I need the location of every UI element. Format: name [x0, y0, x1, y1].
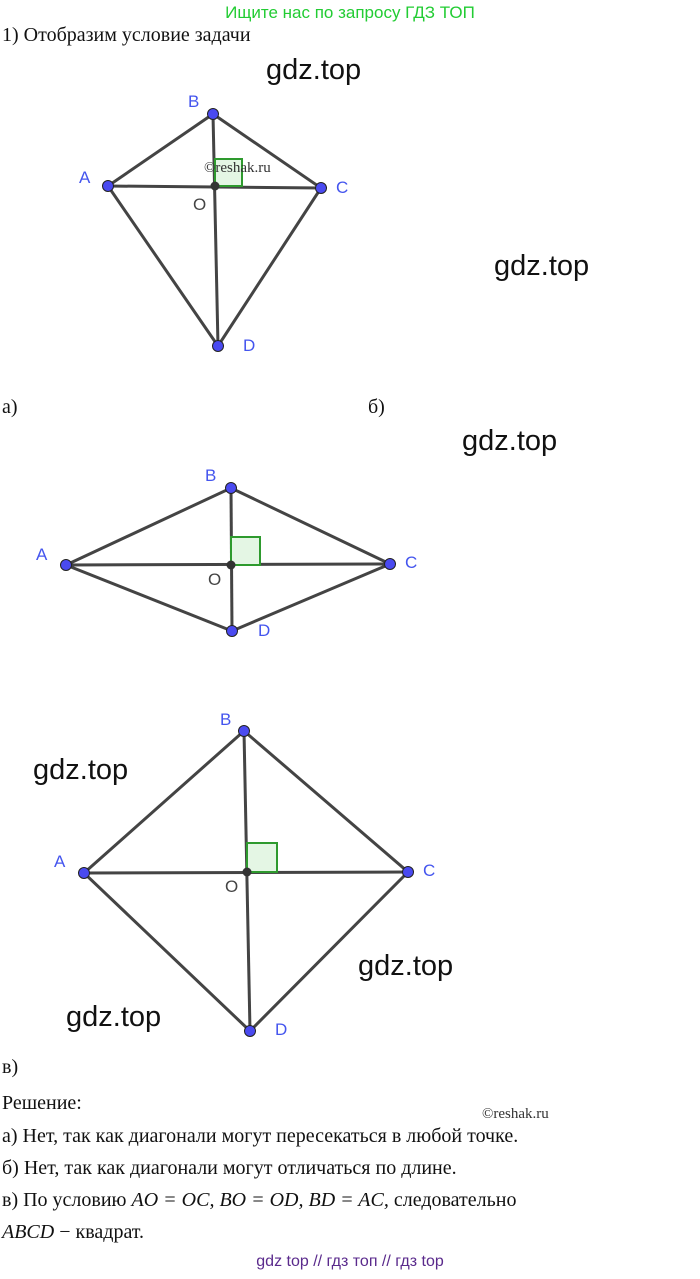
right-angle-mark — [246, 842, 278, 873]
label-d: D — [258, 621, 270, 640]
point-d — [226, 625, 238, 637]
figure-b: A B C D O — [36, 466, 417, 640]
point-b — [238, 725, 250, 737]
footer-links[interactable]: gdz top // гдз топ // гдз top — [256, 1253, 444, 1270]
label-b: B — [205, 466, 216, 485]
label-c: C — [405, 553, 417, 572]
point-o — [210, 181, 220, 191]
diagonal-bd — [211, 113, 220, 347]
label-o: O — [193, 195, 206, 214]
intro-text: 1) Отобразим условие задачи — [2, 24, 251, 46]
caption-b: б) — [368, 396, 385, 418]
gdz-watermark: gdz.top — [494, 250, 590, 282]
label-b: B — [188, 92, 199, 111]
solution-line-d: ABCD − квадрат. — [2, 1221, 144, 1244]
point-c — [402, 866, 414, 878]
caption-c: в) — [2, 1056, 19, 1078]
point-c — [315, 182, 327, 194]
label-c: C — [423, 861, 435, 880]
diagonal-bd — [242, 730, 252, 1032]
solution-line-b: б) Нет, так как диагонали могут отличать… — [2, 1157, 457, 1179]
gdz-watermark: gdz.top — [33, 754, 129, 786]
point-a — [60, 559, 72, 571]
text: следовательно — [388, 1189, 517, 1211]
gdz-watermark: gdz.top — [462, 425, 558, 457]
math: ABCD — [2, 1221, 55, 1243]
gdz-watermark: gdz.top — [66, 1001, 162, 1033]
label-o: O — [225, 877, 238, 896]
solution-heading: Решение: — [2, 1092, 82, 1114]
label-b: B — [220, 710, 231, 729]
reshak-watermark: ©reshak.ru — [482, 1106, 549, 1122]
solution-line-c: в) По условию AO = OC, BO = OD, BD = AC,… — [2, 1189, 516, 1212]
quadrilateral — [62, 486, 394, 633]
right-angle-mark — [230, 536, 261, 566]
point-o — [226, 560, 236, 570]
gdz-watermark: gdz.top — [358, 950, 454, 982]
label-d: D — [243, 336, 255, 355]
search-banner[interactable]: Ищите нас по запросу ГДЗ ТОП — [225, 3, 475, 22]
figure-a: A B C D O — [79, 92, 348, 355]
label-o: O — [208, 570, 221, 589]
point-d — [244, 1025, 256, 1037]
solution-line-a: а) Нет, так как диагонали могут пересека… — [2, 1125, 519, 1147]
caption-a: а) — [2, 396, 18, 418]
math: AO = OC, BO = OD, BD = AC, — [131, 1189, 389, 1211]
label-a: A — [79, 168, 91, 187]
point-c — [384, 558, 396, 570]
label-a: A — [36, 545, 48, 564]
point-d — [212, 340, 224, 352]
right-angle-mark — [214, 158, 243, 187]
point-a — [102, 180, 114, 192]
label-a: A — [54, 852, 66, 871]
label-d: D — [275, 1020, 287, 1039]
text: − квадрат. — [54, 1221, 145, 1243]
point-b — [225, 482, 237, 494]
gdz-watermark: gdz.top — [266, 54, 362, 86]
label-c: C — [336, 178, 348, 197]
point-b — [207, 108, 219, 120]
point-o — [242, 867, 252, 877]
figure-c: A B C D O — [54, 710, 435, 1039]
text: в) По условию — [2, 1189, 132, 1211]
reshak-watermark: ©reshak.ru — [204, 160, 271, 176]
point-a — [78, 867, 90, 879]
